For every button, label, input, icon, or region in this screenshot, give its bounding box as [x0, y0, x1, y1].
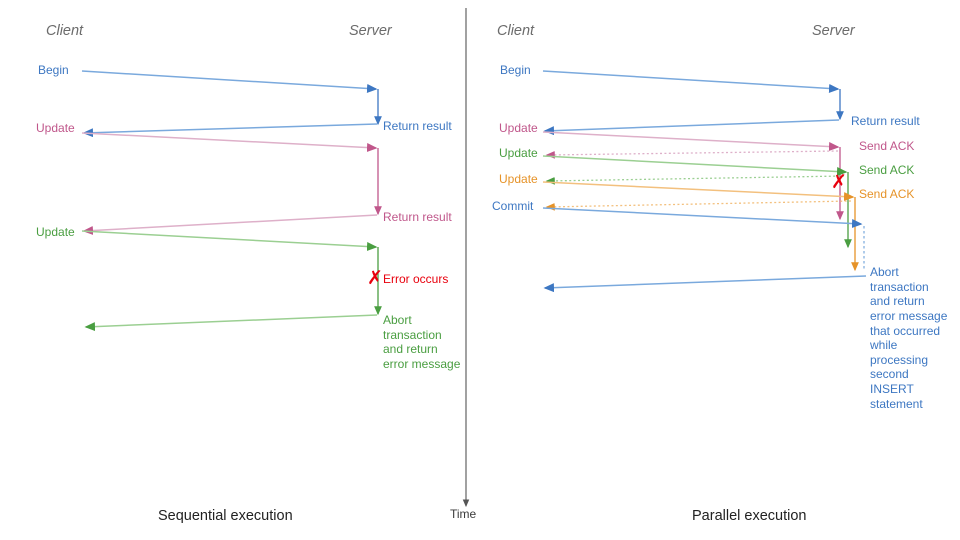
right-server-msg-ack-green: Send ACK — [859, 163, 915, 177]
left-client-msg-begin: Begin — [38, 63, 69, 77]
right-header-client: Client — [497, 23, 535, 39]
error-x-icon-left: ✗ — [367, 268, 383, 289]
left-header-server: Server — [349, 23, 392, 39]
right-client-msg-update-orange: Update — [499, 172, 538, 186]
right-panel-caption: Parallel execution — [692, 508, 807, 524]
arrow-right-update-orange — [542, 181, 855, 202]
arrow-left-abort — [84, 314, 378, 332]
left-client-msg-update-1: Update — [36, 121, 75, 135]
arrow-right-commit — [542, 207, 863, 229]
arrow-left-return-2 — [82, 214, 378, 236]
right-client-msg-update-green: Update — [499, 146, 538, 160]
arrow-left-begin — [81, 70, 378, 93]
arrow-right-abort — [543, 275, 867, 293]
arrow-right-update-pink — [542, 131, 840, 152]
right-client-msg-begin: Begin — [500, 63, 531, 77]
right-server-msg-ack-orange: Send ACK — [859, 187, 915, 201]
arrow-right-ack-orange — [545, 200, 852, 211]
arrow-left-update-2 — [81, 230, 378, 252]
left-server-msg-return-2: Return result — [383, 210, 452, 224]
right-header-server: Server — [812, 23, 855, 39]
left-client-msg-update-2: Update — [36, 225, 75, 239]
right-client-msg-update-pink: Update — [499, 121, 538, 135]
arrow-right-update-green — [542, 155, 848, 177]
arrow-left-update-1 — [81, 132, 378, 153]
left-server-msg-return-1: Return result — [383, 119, 452, 133]
left-panel-caption: Sequential execution — [158, 508, 293, 524]
time-axis-label: Time — [450, 507, 477, 521]
error-x-icon-right: ✗ — [831, 172, 847, 193]
arrow-left-return-1 — [82, 123, 378, 138]
right-server-msg-return: Return result — [851, 114, 920, 128]
arrow-right-ack-pink — [545, 150, 839, 159]
right-server-msg-ack-pink: Send ACK — [859, 139, 915, 153]
left-header-client: Client — [46, 23, 84, 39]
arrow-right-ack-green — [545, 175, 845, 185]
left-server-msg-abort: Abort transaction and return error messa… — [383, 313, 461, 371]
right-server-msg-abort: Abort transaction and return error messa… — [870, 265, 948, 411]
arrow-right-return-1 — [543, 119, 840, 136]
right-client-msg-commit: Commit — [492, 199, 534, 213]
left-server-msg-error: Error occurs — [383, 272, 449, 286]
arrow-right-begin — [542, 70, 840, 93]
